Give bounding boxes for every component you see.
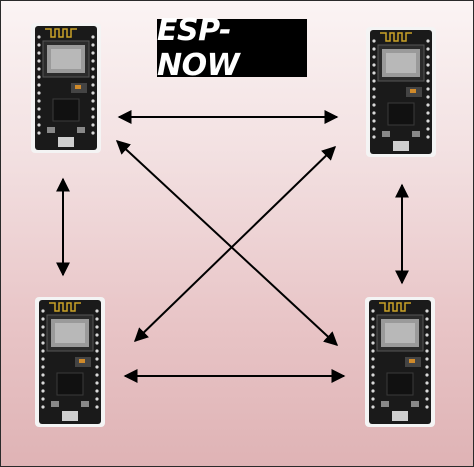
esp-board-top-right (366, 27, 436, 157)
esp-board-bottom-right (365, 297, 435, 427)
esp8266-board-icon (365, 297, 435, 427)
arrow-top-left-bottom-right (115, 140, 339, 346)
esp8266-board-icon (35, 297, 105, 427)
esp-board-top-left (31, 23, 101, 153)
arrow-top-right-bottom-left (133, 146, 337, 342)
esp8266-board-icon (366, 27, 436, 157)
esp-board-bottom-left (35, 297, 105, 427)
esp8266-board-icon (31, 23, 101, 153)
title-label: ESP-NOW (157, 13, 307, 83)
